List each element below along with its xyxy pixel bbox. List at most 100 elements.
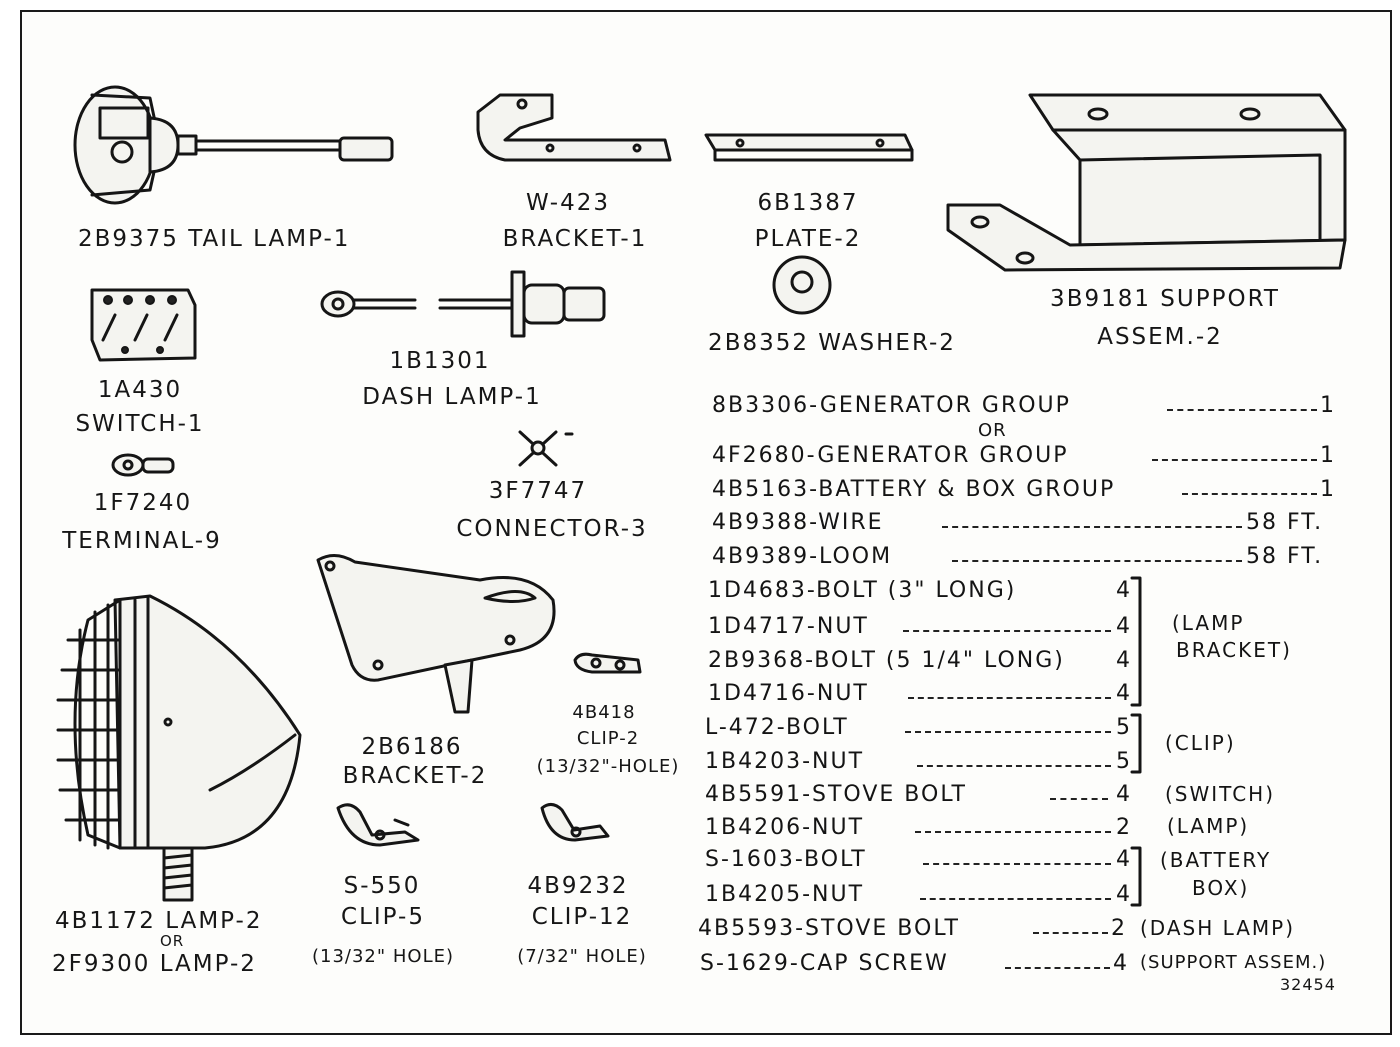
list-item: 1D4716-NUT 4 — [708, 681, 1348, 711]
lamp-4b1172-drawing — [56, 594, 302, 902]
plate-number: 6B1387 — [757, 190, 859, 216]
plate-drawing — [704, 133, 914, 162]
group-braces — [1130, 576, 1142, 907]
list-item-part: 4F2680-GENERATOR GROUP — [712, 443, 1069, 468]
list-item: 8B3306-GENERATOR GROUP 1 — [712, 393, 1352, 423]
tail-lamp-drawing — [73, 85, 394, 205]
clip-4b9232-number: 4B9232 — [527, 873, 629, 899]
list-item-part: 4B5591-STOVE BOLT — [705, 782, 967, 807]
terminal-number: 1F7240 — [93, 490, 193, 516]
bracket-2b6186-drawing — [316, 554, 556, 714]
list-item: 4B5593-STOVE BOLT 2 — [698, 916, 1338, 946]
figure-number: 32454 — [1280, 975, 1336, 994]
clip-s550-drawing — [336, 803, 420, 847]
list-item-qty: 4 — [1116, 782, 1132, 807]
support-number: 3B9181 SUPPORT — [1050, 286, 1280, 312]
list-item: 1B4203-NUT 5 — [705, 749, 1345, 779]
list-item-qty: 5 — [1116, 749, 1132, 774]
support-name: ASSEM.-2 — [1097, 324, 1223, 350]
connector-name: CONNECTOR-3 — [456, 516, 648, 542]
support-assembly-drawing — [946, 93, 1347, 272]
bracket-2b6186-number: 2B6186 — [361, 734, 463, 760]
list-item-qty: 4 — [1116, 648, 1132, 673]
list-item: 1B4205-NUT 4 — [705, 882, 1345, 912]
list-item-qty: 58 FT. — [1246, 510, 1324, 535]
clip-4b418-name: CLIP-2 — [576, 728, 640, 749]
list-item-part: 1D4717-NUT — [708, 614, 869, 639]
list-item-part: 1B4205-NUT — [705, 882, 865, 907]
switch-number: 1A430 — [97, 377, 183, 403]
list-item-qty: 58 FT. — [1246, 544, 1324, 569]
lamp-or-label: OR — [160, 932, 185, 950]
clip-s550-name: CLIP-5 — [341, 904, 425, 930]
list-item: 1D4683-BOLT (3" LONG) 4 — [708, 578, 1348, 608]
group-lamp-bracket-line2: BRACKET) — [1176, 638, 1292, 662]
clip-4b418-hole: (13/32"-HOLE) — [536, 756, 680, 777]
list-item: 1B4206-NUT 2 — [705, 815, 1345, 845]
clip-4b418-drawing — [573, 652, 642, 674]
list-item: 1D4717-NUT 4 — [708, 614, 1348, 644]
list-item-part: 1D4683-BOLT (3" LONG) — [708, 578, 1017, 603]
connector-number: 3F7747 — [488, 478, 588, 504]
group-support-assem: (SUPPORT ASSEM.) — [1140, 952, 1327, 973]
switch-name: SWITCH-1 — [75, 411, 205, 437]
list-item-qty: 2 — [1116, 815, 1132, 840]
list-item-part: L-472-BOLT — [705, 715, 849, 740]
list-item-qty: 4 — [1116, 578, 1132, 603]
group-battery-box-line1: (BATTERY — [1160, 848, 1272, 872]
dash-lamp-name: DASH LAMP-1 — [362, 384, 542, 410]
washer-drawing — [772, 255, 832, 315]
list-item: 2B9368-BOLT (5 1/4" LONG) 4 — [708, 648, 1348, 678]
clip-4b9232-name: CLIP-12 — [531, 904, 633, 930]
clip-4b418-number: 4B418 — [572, 702, 636, 723]
list-item-part: 4B5593-STOVE BOLT — [698, 916, 960, 941]
list-item-part: 1B4203-NUT — [705, 749, 865, 774]
group-lamp: (LAMP) — [1167, 814, 1250, 838]
clip-s550-hole: (13/32" HOLE) — [311, 946, 455, 967]
list-item-part: 4B9388-WIRE — [712, 510, 884, 535]
list-item: 4B5591-STOVE BOLT 4 — [705, 782, 1345, 812]
plate-name: PLATE-2 — [754, 226, 862, 252]
list-item-qty: 4 — [1116, 614, 1132, 639]
clip-s550-number: S-550 — [343, 873, 421, 899]
list-item-part: 4B5163-BATTERY & BOX GROUP — [712, 477, 1116, 502]
lamp-2f9300-label: 2F9300 LAMP-2 — [52, 951, 257, 977]
list-item: 4B9388-WIRE 58 FT. — [712, 510, 1352, 540]
parts-list-or: OR — [978, 420, 1007, 441]
bracket-w423-name: BRACKET-1 — [502, 226, 648, 252]
list-item: 4B5163-BATTERY & BOX GROUP 1 — [712, 477, 1352, 507]
list-item-part: 1D4716-NUT — [708, 681, 869, 706]
list-item-part: S-1629-CAP SCREW — [700, 951, 949, 976]
switch-drawing — [90, 288, 197, 362]
group-clip: (CLIP) — [1165, 731, 1236, 755]
bracket-w423-drawing — [476, 93, 672, 162]
list-item-qty: 4 — [1116, 882, 1132, 907]
list-item-qty: 1 — [1320, 393, 1336, 418]
list-item-qty: 1 — [1320, 443, 1336, 468]
terminal-name: TERMINAL-9 — [62, 528, 222, 554]
terminal-drawing — [111, 453, 175, 477]
bracket-w423-number: W-423 — [525, 190, 611, 216]
list-item-qty: 4 — [1116, 847, 1132, 872]
list-item-part: S-1603-BOLT — [705, 847, 867, 872]
list-item: 4F2680-GENERATOR GROUP 1 — [712, 443, 1352, 473]
lamp-4b1172-label: 4B1172 LAMP-2 — [55, 908, 263, 934]
list-item-part: 4B9389-LOOM — [712, 544, 893, 569]
list-item-qty: 4 — [1116, 681, 1132, 706]
bracket-2b6186-name: BRACKET-2 — [342, 763, 488, 789]
clip-4b9232-hole: (7/32" HOLE) — [517, 946, 647, 967]
list-item-qty: 4 — [1113, 951, 1129, 976]
list-item-part: 1B4206-NUT — [705, 815, 865, 840]
list-item-qty: 1 — [1320, 477, 1336, 502]
list-item-part: 2B9368-BOLT (5 1/4" LONG) — [708, 648, 1065, 673]
group-battery-box-line2: BOX) — [1192, 876, 1250, 900]
group-switch: (SWITCH) — [1165, 782, 1276, 806]
list-item: S-1603-BOLT 4 — [705, 847, 1345, 877]
list-item: S-1629-CAP SCREW 4 — [700, 951, 1340, 981]
connector-drawing — [518, 430, 574, 467]
list-item-qty: 2 — [1111, 916, 1127, 941]
dash-lamp-drawing — [320, 270, 606, 338]
list-item: L-472-BOLT 5 — [705, 715, 1345, 745]
group-dash-lamp: (DASH LAMP) — [1140, 916, 1296, 940]
